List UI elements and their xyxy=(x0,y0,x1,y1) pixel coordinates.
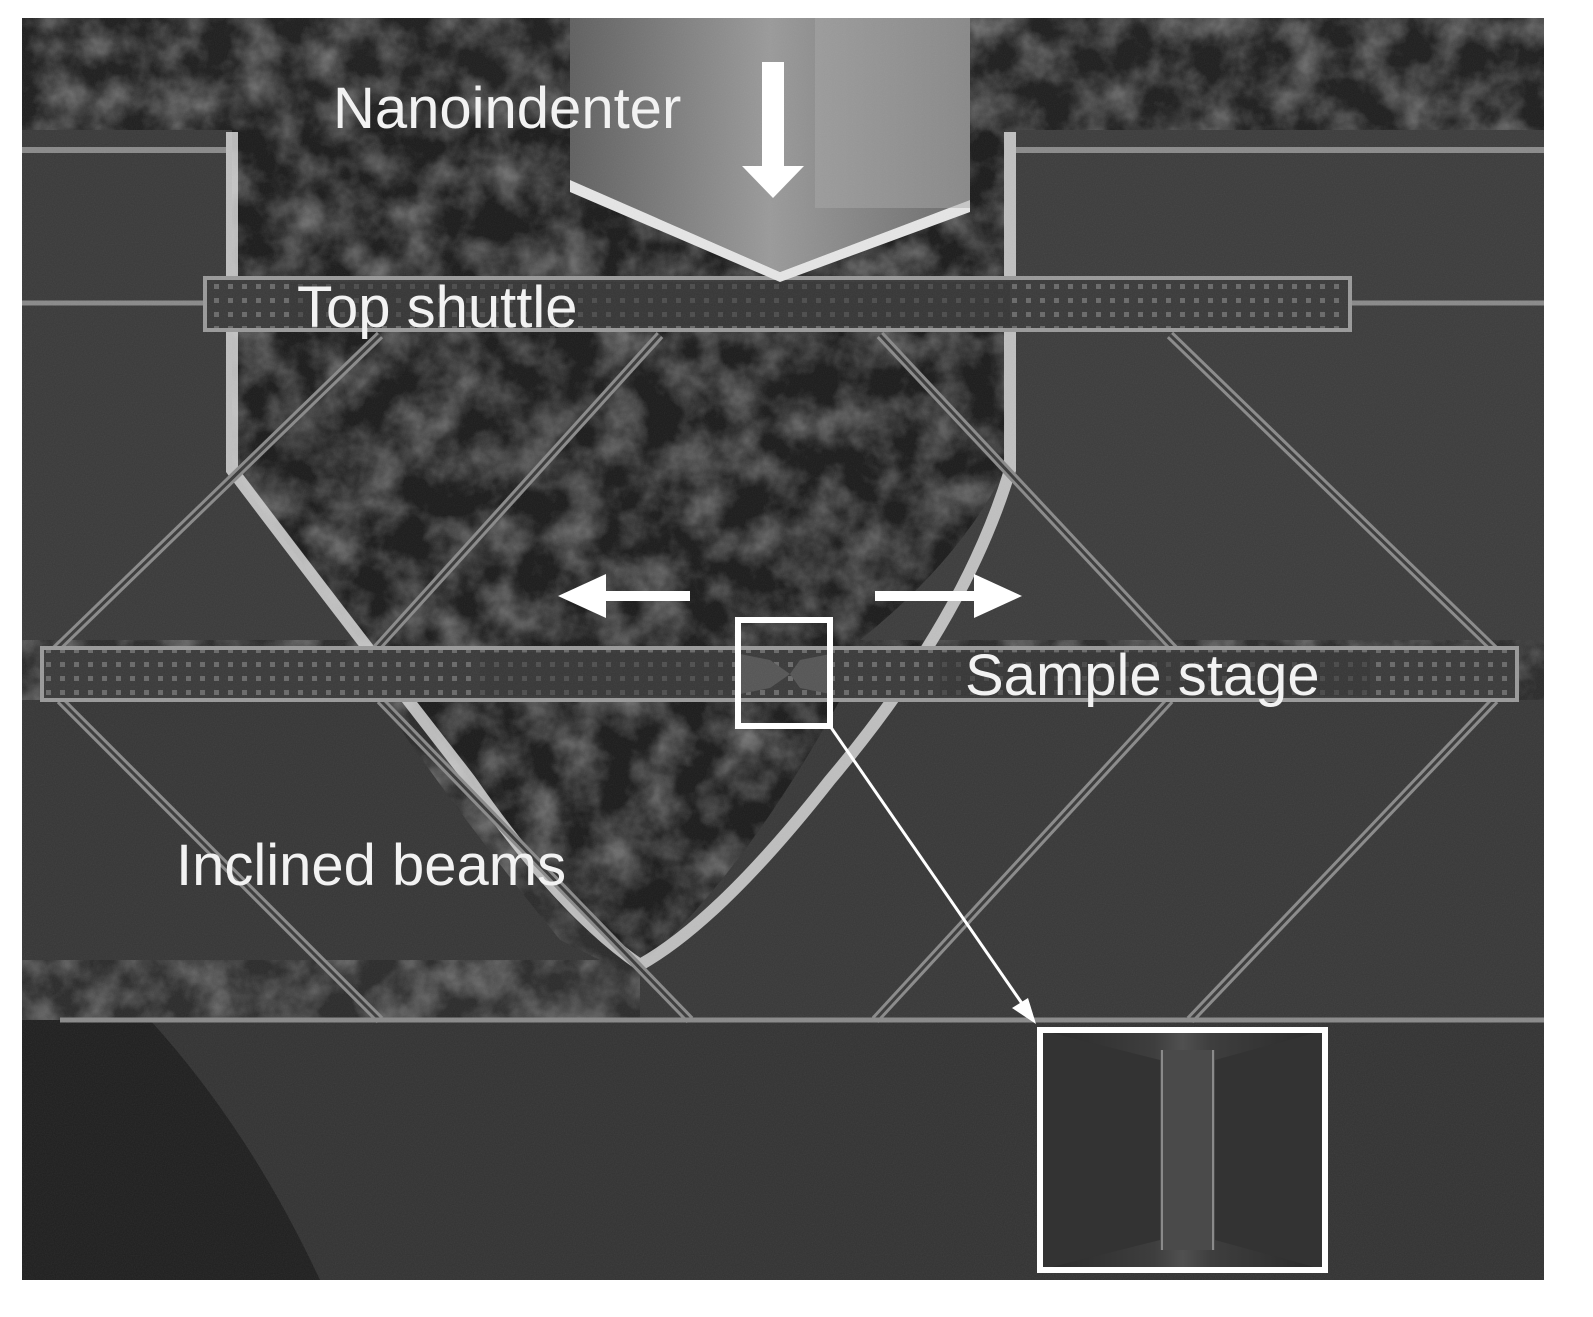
zoom-leader-line xyxy=(828,725,1036,1024)
zoom-inset xyxy=(1037,1027,1328,1273)
nanoindenter-label: Nanoindenter xyxy=(333,76,681,141)
sample-stage-label: Sample stage xyxy=(965,643,1320,708)
top-shuttle-label: Top shuttle xyxy=(297,275,578,340)
right-arrow-icon xyxy=(875,574,1022,618)
region-highlight-box xyxy=(735,617,833,729)
left-arrow-icon xyxy=(558,574,690,618)
inclined-beams-label: Inclined beams xyxy=(176,833,566,898)
down-arrow-icon xyxy=(742,62,804,198)
